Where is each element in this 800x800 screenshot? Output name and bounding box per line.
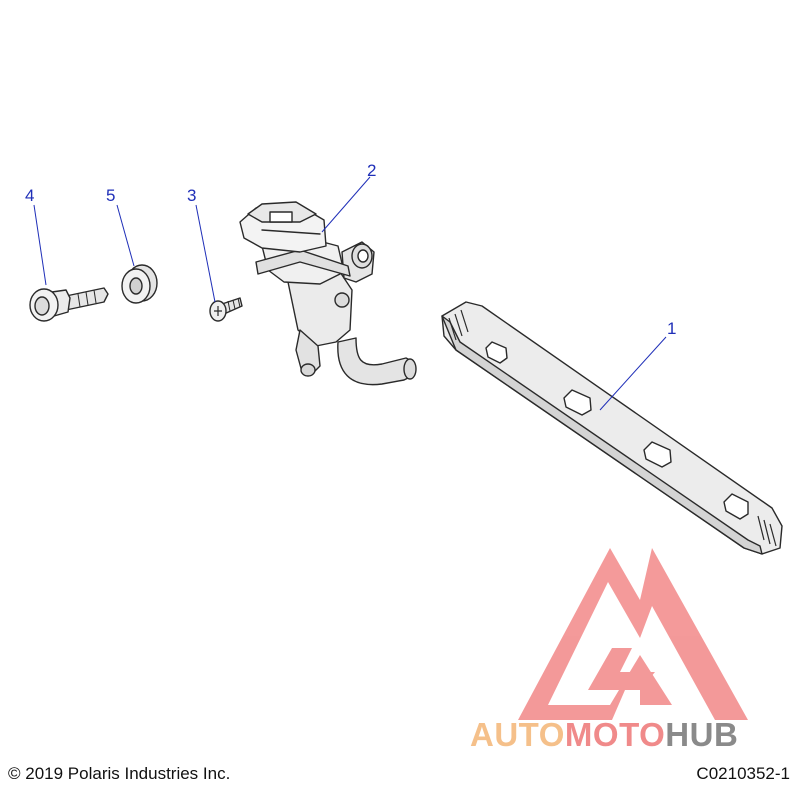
leader-3	[195, 204, 216, 303]
callout-4[interactable]: 4	[25, 186, 34, 205]
watermark-triangle	[518, 548, 748, 720]
part-5-grommet[interactable]	[121, 264, 158, 304]
leader-5	[116, 204, 135, 267]
watermark-logo	[518, 548, 748, 720]
part-2-valve[interactable]	[239, 201, 417, 386]
strap-end-ribs-right	[757, 515, 777, 547]
leader-2	[321, 176, 371, 233]
strap-slot-3	[643, 441, 672, 468]
callout-3[interactable]: 3	[187, 186, 196, 205]
leader-1	[599, 336, 667, 411]
callout-2[interactable]: 2	[367, 161, 376, 180]
strap-slot-2	[563, 389, 592, 416]
valve-screw-head	[334, 292, 350, 308]
copyright-text: © 2019 Polaris Industries Inc.	[8, 764, 231, 783]
leader-4	[33, 204, 47, 286]
lower-port-end	[300, 363, 316, 377]
strap-slot-1	[485, 341, 508, 364]
connector-seam	[261, 229, 321, 235]
grommet-hole	[129, 277, 143, 295]
watermark-auto: AUTO	[470, 716, 565, 753]
strap-body	[441, 301, 783, 555]
drawing-number: C0210352-1	[696, 764, 790, 783]
fastener-head-recess	[34, 296, 50, 316]
callout-5[interactable]: 5	[106, 186, 115, 205]
screw-drive-slot	[214, 306, 222, 316]
strap-slot-4	[723, 493, 749, 520]
callout-1[interactable]: 1	[667, 319, 676, 338]
fastener-pin-ribs	[77, 289, 97, 308]
part-3-screw[interactable]	[209, 297, 243, 322]
connector-latch	[269, 211, 293, 223]
watermark-moto: MOTO	[564, 716, 666, 753]
watermark-inner-mark	[588, 648, 655, 690]
watermark-text: AUTOMOTOHUB	[470, 716, 738, 754]
part-4-fastener[interactable]	[29, 287, 109, 322]
strap-edge	[441, 315, 763, 555]
hose-end	[403, 358, 417, 380]
screw-threads	[227, 297, 241, 312]
strap-end-ribs-left	[448, 309, 469, 341]
valve-hose	[337, 337, 415, 386]
part-1-strap[interactable]	[441, 301, 783, 555]
watermark-hub: HUB	[665, 716, 739, 753]
side-port-bore	[357, 249, 369, 263]
